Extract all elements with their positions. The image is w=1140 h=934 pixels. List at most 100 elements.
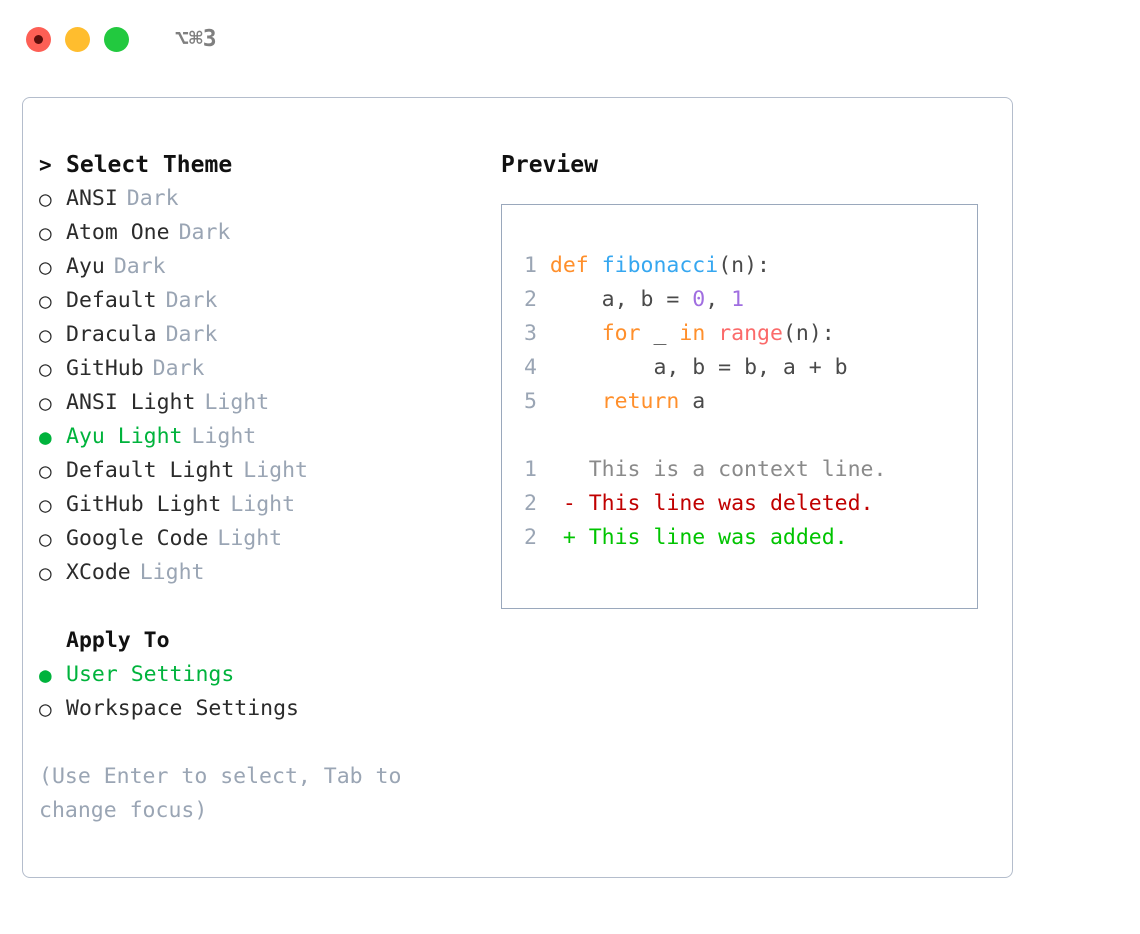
line-number: 2 xyxy=(524,491,537,516)
window-controls xyxy=(26,26,129,52)
radio-unselected-icon: ○ xyxy=(39,323,52,347)
title-bar: ⌥⌘3 xyxy=(0,0,1140,78)
theme-option-row[interactable]: ○ Dracula Dark xyxy=(39,318,469,352)
diff-text: - This line was deleted. xyxy=(536,491,874,516)
theme-variant-tag: Light xyxy=(139,560,205,585)
theme-option-label: ANSI Light xyxy=(66,390,196,415)
radio-unselected-icon: ○ xyxy=(39,561,52,585)
line-number: 3 xyxy=(524,321,537,346)
radio-unselected-icon: ○ xyxy=(39,187,52,211)
theme-variant-tag: Dark xyxy=(178,220,231,245)
apply-to-heading: Apply To xyxy=(39,624,469,658)
radio-unselected-icon: ○ xyxy=(39,391,52,415)
code-token: ): xyxy=(808,321,835,346)
gutter-space xyxy=(537,321,550,346)
code-line: 5 return a xyxy=(524,385,977,419)
theme-variant-tag: Light xyxy=(204,390,270,415)
apply-to-option-row[interactable]: ○ Workspace Settings xyxy=(39,692,469,726)
section-title: Select Theme xyxy=(66,152,233,178)
code-line: 4 a, b = b, a + b xyxy=(524,351,977,385)
theme-variant-tag: Light xyxy=(243,458,309,483)
apply-to-option-label: Workspace Settings xyxy=(66,696,299,721)
code-token: a, b = b, a + b xyxy=(549,355,848,380)
code-token: return xyxy=(601,389,680,414)
keyboard-hint: (Use Enter to select, Tab to change focu… xyxy=(39,764,415,823)
code-diff-separator xyxy=(524,419,977,453)
gutter-space xyxy=(537,253,550,278)
radio-unselected-icon: ○ xyxy=(39,357,52,381)
radio-selected-icon: ● xyxy=(39,663,52,687)
radio-unselected-icon: ○ xyxy=(39,527,52,551)
theme-option-row[interactable]: ○ ANSI Light Light xyxy=(39,386,469,420)
line-number: 5 xyxy=(524,389,537,414)
radio-unselected-icon: ○ xyxy=(39,221,52,245)
code-token: n xyxy=(731,253,745,278)
code-token: for xyxy=(601,321,641,346)
close-button[interactable] xyxy=(26,26,51,52)
diff-text: This is a context line. xyxy=(536,457,887,482)
code-token xyxy=(589,253,602,278)
code-token: range xyxy=(718,321,783,346)
code-token: 0 xyxy=(692,287,706,312)
diff-line: 2 - This line was deleted. xyxy=(524,487,977,521)
code-token: n xyxy=(795,321,809,346)
hint-spacer xyxy=(39,726,469,760)
code-line: 3 for _ in range(n): xyxy=(524,317,977,351)
zoom-button[interactable] xyxy=(104,26,129,52)
code-line: 2 a, b = 0, 1 xyxy=(524,283,977,317)
theme-option-row[interactable]: ○ Ayu Dark xyxy=(39,250,469,284)
theme-option-label: Ayu xyxy=(66,254,105,279)
radio-unselected-icon: ○ xyxy=(39,697,52,721)
radio-selected-icon: ● xyxy=(39,425,52,449)
list-spacer xyxy=(39,590,469,624)
line-number: 2 xyxy=(524,287,537,312)
code-token: fibonacci xyxy=(601,253,719,278)
code-token: a, b = xyxy=(549,287,693,312)
code-token xyxy=(705,321,718,346)
minimize-button[interactable] xyxy=(65,26,90,52)
apply-to-options: ● User Settings ○ Workspace Settings xyxy=(39,658,469,726)
theme-variant-tag: Dark xyxy=(165,322,218,347)
theme-variant-tag: Dark xyxy=(113,254,166,279)
code-token: , xyxy=(705,287,732,312)
theme-option-label: Ayu Light xyxy=(66,424,183,449)
preview-title: Preview xyxy=(501,152,598,178)
theme-option-row[interactable]: ○ ANSI Dark xyxy=(39,182,469,216)
radio-unselected-icon: ○ xyxy=(39,255,52,279)
theme-variant-tag: Dark xyxy=(152,356,205,381)
select-theme-heading: > Select Theme xyxy=(39,148,469,182)
theme-option-row[interactable]: ● Ayu Light Light xyxy=(39,420,469,454)
diff-line: 1 This is a context line. xyxy=(524,453,977,487)
theme-option-label: Dracula xyxy=(66,322,157,347)
theme-option-label: Default xyxy=(66,288,157,313)
theme-variant-tag: Dark xyxy=(126,186,179,211)
gutter-space xyxy=(537,287,550,312)
theme-variant-tag: Light xyxy=(217,526,283,551)
preview-column: Preview 1 def fibonacci(n):2 a, b = 0, 1… xyxy=(501,148,996,609)
theme-variant-tag: Light xyxy=(191,424,257,449)
code-token: 1 xyxy=(731,287,745,312)
apply-to-option-row[interactable]: ● User Settings xyxy=(39,658,469,692)
radio-unselected-icon: ○ xyxy=(39,459,52,483)
theme-option-label: GitHub xyxy=(66,356,144,381)
code-token xyxy=(550,321,602,346)
theme-option-row[interactable]: ○ GitHub Dark xyxy=(39,352,469,386)
keyboard-shortcut-label: ⌥⌘3 xyxy=(175,25,217,52)
apply-to-option-label: User Settings xyxy=(66,662,235,687)
theme-option-label: ANSI xyxy=(66,186,118,211)
theme-option-label: GitHub Light xyxy=(66,492,222,517)
diff-sample: 1 This is a context line.2 - This line w… xyxy=(524,453,977,555)
line-number: 1 xyxy=(524,253,537,278)
gutter-space xyxy=(537,389,550,414)
